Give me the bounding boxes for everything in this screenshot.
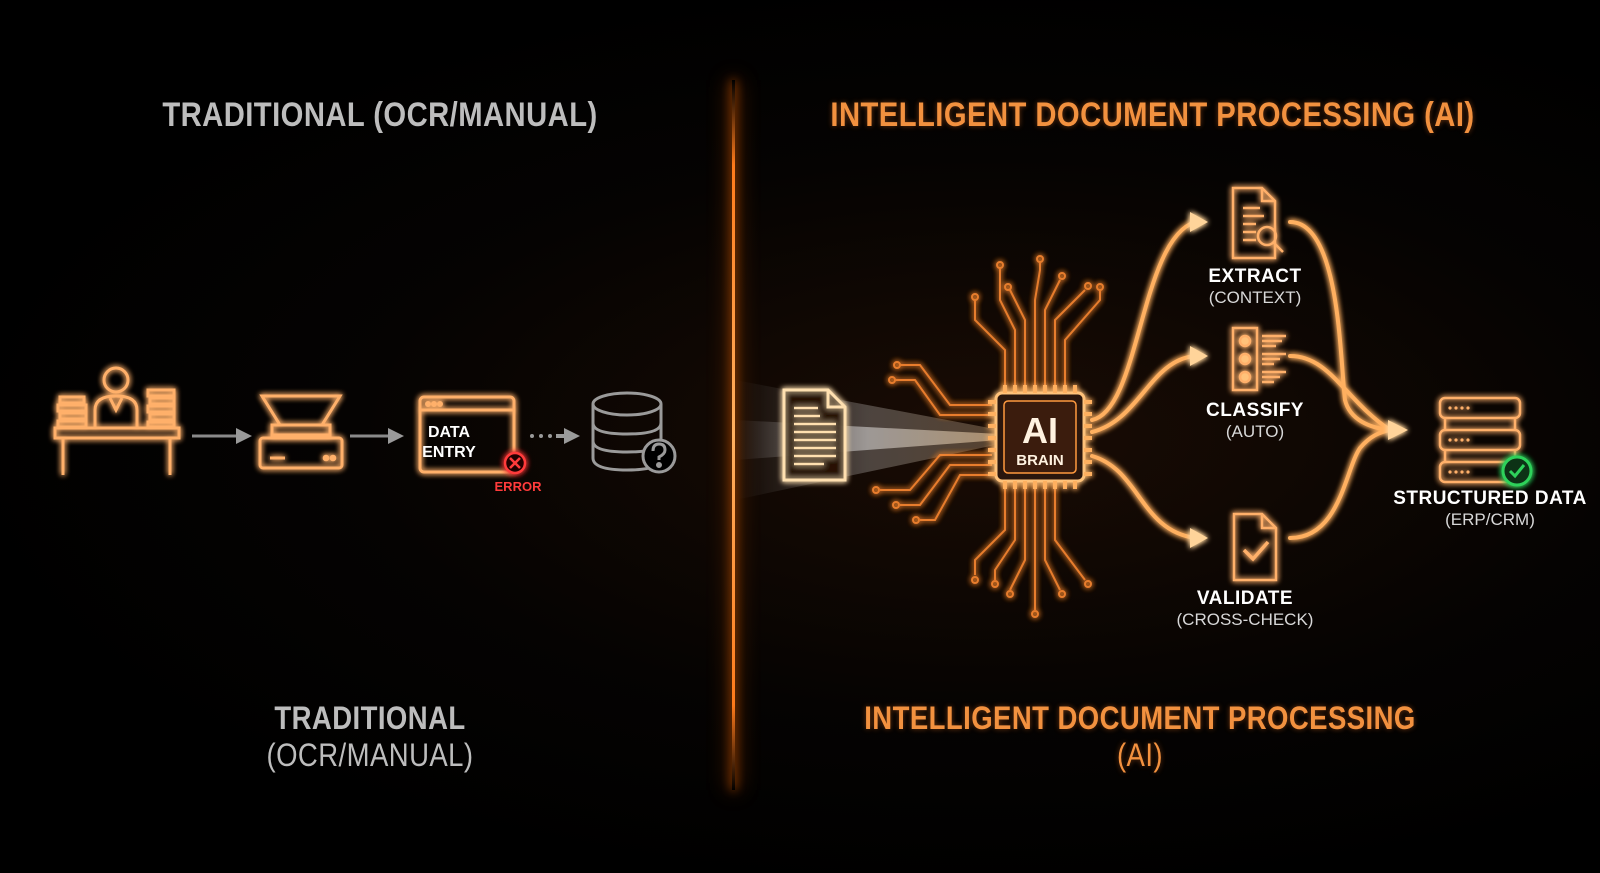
section-divider — [732, 80, 735, 790]
validate-label: VALIDATE (CROSS-CHECK) — [1170, 588, 1320, 630]
structured-data-subtitle: (ERP/CRM) — [1445, 510, 1535, 529]
validate-title: VALIDATE — [1196, 588, 1294, 609]
document-check-icon — [1232, 512, 1278, 582]
database-question-icon — [591, 391, 677, 474]
data-entry-label: ENTRY — [422, 444, 476, 461]
document-icon — [782, 388, 847, 482]
left-footer-title: TRADITIONAL (OCR/MANUAL) — [215, 700, 525, 774]
chip-label-ai: AI — [1022, 410, 1058, 451]
structured-data-label: STRUCTURED DATA (ERP/CRM) — [1390, 488, 1590, 530]
flow-arrowheads — [1190, 212, 1408, 548]
extract-label: EXTRACT (CONTEXT) — [1185, 266, 1325, 308]
light-beam — [735, 380, 1000, 500]
document-search-icon — [1231, 186, 1284, 260]
left-footer-main: TRADITIONAL — [274, 700, 466, 736]
error-label: ERROR — [495, 479, 543, 494]
right-footer-title: INTELLIGENT DOCUMENT PROCESSING (AI) — [848, 700, 1433, 774]
scanner-icon — [258, 394, 344, 470]
data-entry-window-icon — [418, 395, 516, 474]
classify-label: CLASSIFY (AUTO) — [1185, 400, 1325, 442]
flow-curves — [1090, 220, 1392, 540]
structured-data-title: STRUCTURED DATA — [1393, 488, 1587, 509]
classify-list-icon — [1231, 326, 1286, 392]
chip-label-brain: BRAIN — [1016, 452, 1064, 469]
ai-brain-chip — [988, 385, 1092, 489]
right-footer-main: INTELLIGENT DOCUMENT PROCESSING — [864, 700, 1416, 736]
left-footer-sub: (OCR/MANUAL) — [266, 737, 474, 773]
circuit-traces — [872, 255, 1104, 618]
error-x-icon — [503, 451, 527, 475]
classify-title: CLASSIFY — [1206, 400, 1304, 421]
dotted-arrow-icon — [530, 428, 580, 444]
arrow-icon — [350, 428, 404, 444]
worker-desk-icon — [53, 366, 181, 475]
extract-subtitle: (CONTEXT) — [1208, 288, 1302, 307]
left-title: TRADITIONAL (OCR/MANUAL) — [162, 96, 598, 134]
extract-title: EXTRACT — [1208, 266, 1302, 287]
right-title: INTELLIGENT DOCUMENT PROCESSING (AI) — [830, 96, 1475, 134]
classify-subtitle: (AUTO) — [1225, 422, 1285, 441]
validate-subtitle: (CROSS-CHECK) — [1176, 610, 1314, 629]
arrow-icon — [192, 428, 252, 444]
check-badge-icon — [1501, 455, 1533, 487]
right-footer-sub: (AI) — [1116, 737, 1164, 773]
database-server-check-icon — [1438, 396, 1522, 484]
data-entry-label: DATA — [428, 424, 471, 441]
